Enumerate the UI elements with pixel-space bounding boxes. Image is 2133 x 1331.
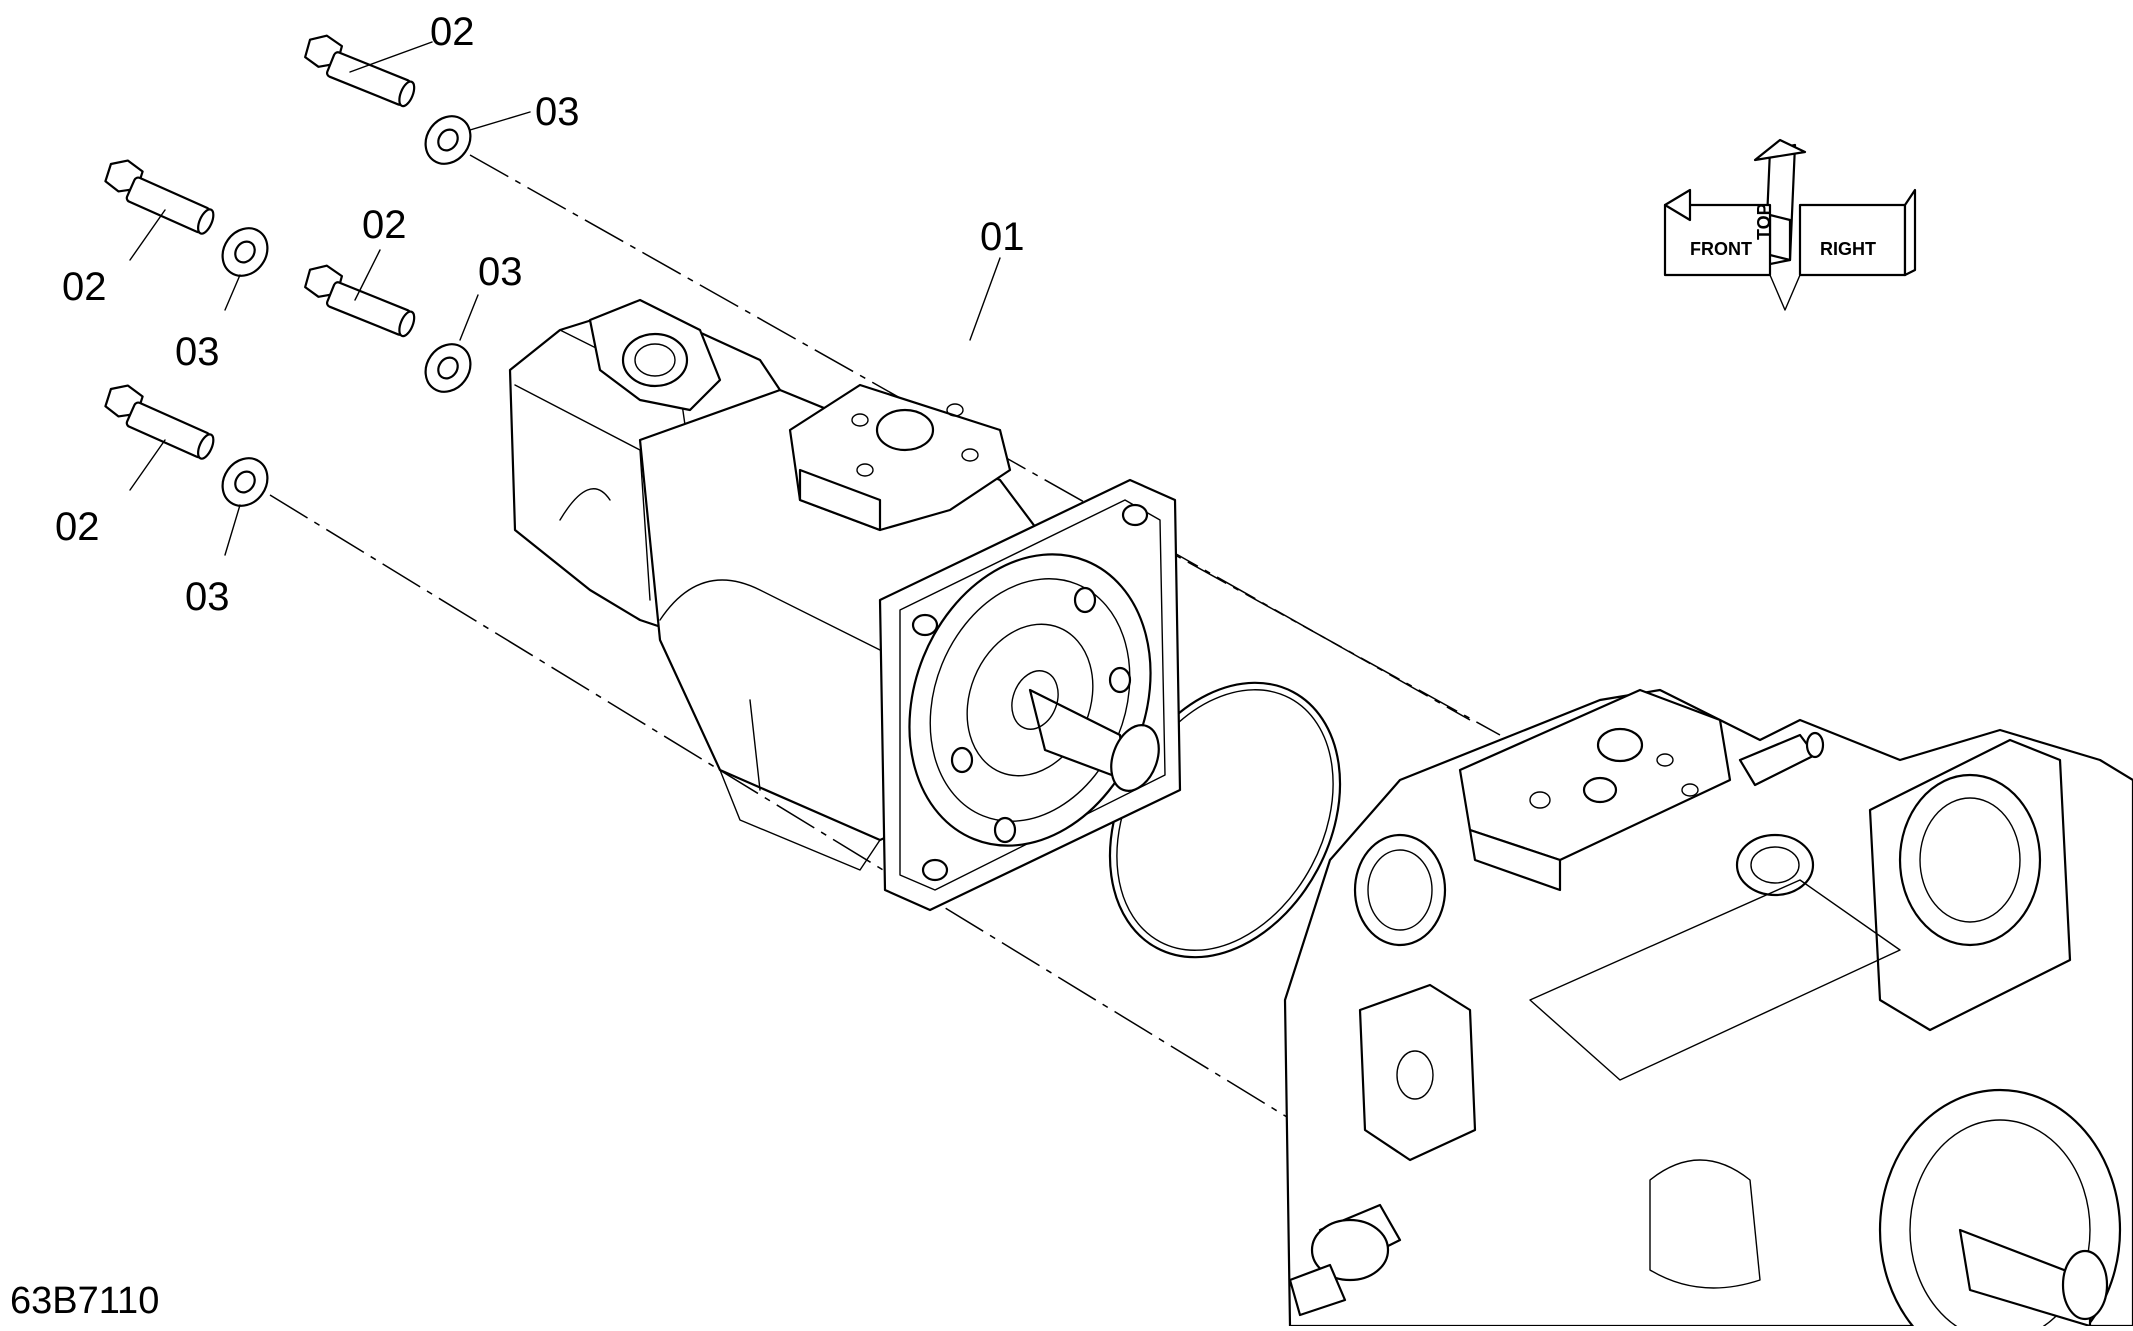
callout-part-01: 01 xyxy=(980,215,1025,259)
orientation-indicator: TOP FRONT RIGHT xyxy=(1663,138,1917,311)
bolt-d[interactable] xyxy=(100,380,221,461)
callout-bolt-b: 02 xyxy=(62,265,107,309)
drawing-code: 63B7110 xyxy=(10,1280,159,1322)
callout-washer-d: 03 xyxy=(185,575,230,619)
callout-bolt-a: 02 xyxy=(430,10,475,54)
bolt-b[interactable] xyxy=(100,155,221,236)
callout-bolt-c: 02 xyxy=(362,203,407,247)
callout-bolt-d: 02 xyxy=(55,505,100,549)
main-pump-housing xyxy=(1283,688,2133,1331)
assembly-lines xyxy=(269,154,1501,1181)
washer-a[interactable] xyxy=(416,107,479,172)
washer-b[interactable] xyxy=(213,219,276,284)
orientation-front-label: FRONT xyxy=(1690,239,1752,259)
callout-washer-b: 03 xyxy=(175,330,220,374)
leader-lines xyxy=(129,41,1001,556)
bolt-c[interactable] xyxy=(300,260,421,338)
callout-washer-c: 03 xyxy=(478,250,523,294)
bolt-a[interactable] xyxy=(300,30,421,108)
callout-labels: 02 03 02 03 02 03 02 03 01 xyxy=(55,10,1025,619)
orientation-right-label: RIGHT xyxy=(1820,239,1876,259)
orientation-top-label: TOP xyxy=(1754,203,1774,240)
washer-c[interactable] xyxy=(416,335,479,400)
washer-d[interactable] xyxy=(213,449,276,514)
gear-pump-assembly[interactable] xyxy=(508,298,1193,912)
callout-washer-a: 03 xyxy=(535,90,580,134)
